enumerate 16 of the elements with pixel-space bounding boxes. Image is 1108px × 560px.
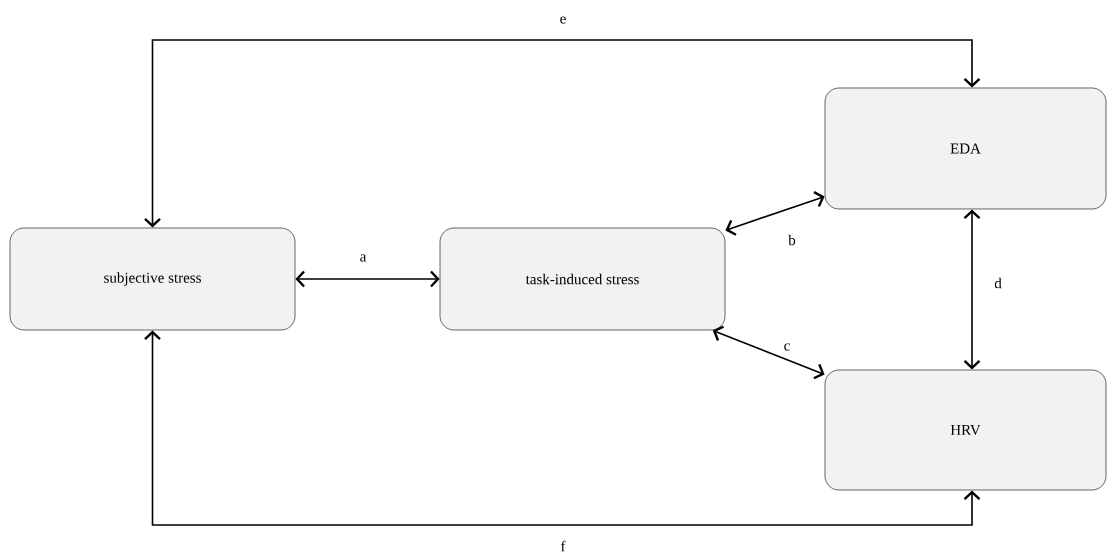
edge-label: d xyxy=(994,277,1002,289)
edge-label: f xyxy=(560,540,566,552)
process-box: HRV xyxy=(824,369,1107,491)
edge-label: b xyxy=(788,234,796,246)
arrow xyxy=(725,191,825,236)
process-box: subjective stress xyxy=(9,227,296,331)
arrow xyxy=(144,39,981,228)
edge-label: e xyxy=(560,16,566,24)
process-box: EDA xyxy=(824,87,1107,210)
edge-label: a xyxy=(360,254,367,262)
arrow xyxy=(963,209,981,370)
process-box: task-induced stress xyxy=(439,227,726,331)
arrow xyxy=(144,330,981,526)
edge-label: c xyxy=(784,343,790,351)
arrow xyxy=(712,325,825,380)
arrow xyxy=(295,270,440,288)
